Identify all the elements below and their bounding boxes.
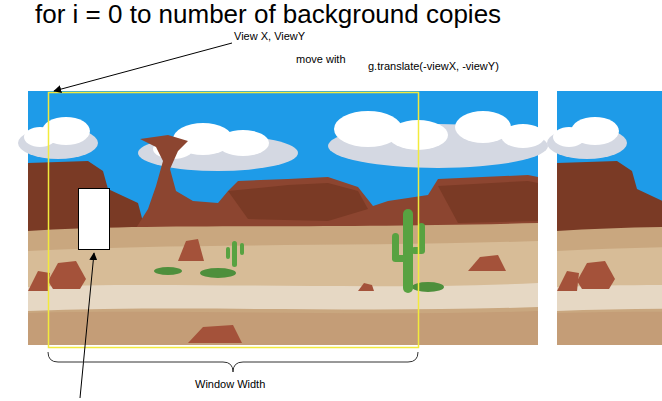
code-heading: for i = 0 to number of background copies [35,0,501,30]
leader-arrow [80,253,94,398]
view-label: View X, ViewY [234,30,305,43]
dimension-label: Window Width [195,378,265,391]
background-copy [547,91,662,345]
width-brace [48,352,418,372]
note-label: move with [296,53,346,66]
leader-arrow [54,43,232,91]
background-copy [18,91,548,345]
player-rect [79,189,110,250]
view-window [49,93,419,348]
code-label: g.translate(-viewX, -viewY) [368,60,499,73]
